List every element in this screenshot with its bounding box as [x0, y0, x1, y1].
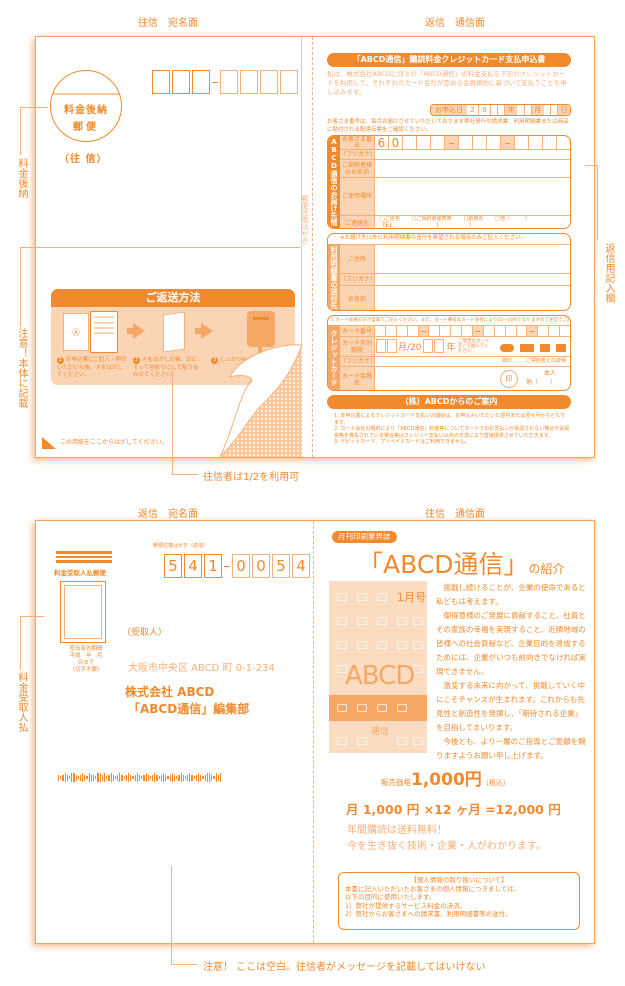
card-brand-icons[interactable] [500, 344, 566, 352]
delivery-info-box: ABCD通信のお届け先情報 お客さま番号 6 0 – – （フリガナ） ご契約者… [327, 135, 571, 229]
cover-title: ABCD [345, 661, 415, 691]
customer-barcode [58, 773, 222, 782]
application-date-field[interactable]: お申込日 2 0 年 月 日 [430, 104, 571, 116]
card-note: 1.カード会員の方が自筆でご記入ください。また、カード番号はカード会社により15… [331, 318, 569, 323]
card-holder-row[interactable]: カード会員名 印 本人 他（ ） [340, 367, 570, 390]
statement-note: ※お届け先以外に利用明細書の送付を希望される場合のみご記入ください。 [340, 235, 527, 241]
recipient-company: 株式会社 ABCD [125, 685, 215, 699]
callout-business-reply: 料金受取人払 [16, 672, 27, 732]
postcard-type-vertical: 郵便往復はがき [301, 195, 309, 244]
issue-label: 1月号 [397, 591, 426, 604]
magazine-tag: 月刊印刷業界誌 [332, 531, 397, 543]
folded-card-illustration [163, 311, 185, 353]
form-a-illustration: Ⓐ [63, 313, 89, 351]
statement-name-row[interactable]: お名前 [340, 286, 570, 310]
card-number-row[interactable]: カード番号 – – – [340, 324, 570, 338]
callout-reply-entry: 返信用記入欄 [603, 243, 614, 303]
callout-note-body: 注意！本体に記載 [16, 328, 27, 408]
card-expiry-row[interactable]: カード有効期限 月/20 年 ご使用のカードを○で囲んでください [340, 337, 570, 357]
statement-furigana-row[interactable]: （フリガナ） [340, 274, 570, 286]
tagline-1: 年間購読は送料無料！ [347, 825, 447, 836]
form-title: 「ABCD通信」購読料金クレジットカード支払申込書 [327, 53, 571, 67]
delivery-side-label: ABCD通信のお届け先情報 [328, 136, 340, 228]
zip-code-boxes[interactable] [152, 70, 298, 94]
contractor-name-row[interactable]: ご契約者様のお名前 [340, 160, 570, 178]
furigana-row[interactable]: （フリガナ） [340, 150, 570, 160]
top-left-heading: 往信 宛名面 [138, 18, 198, 29]
arrow-icon [201, 323, 213, 339]
usage-place-row[interactable]: ご使用場所 [340, 178, 570, 216]
step-3: 3しっかり貼り合わせて投函してください。 [211, 357, 250, 365]
bottom-postcard: 料金受取人払郵便 差出有効期間 平成 年 月 日まで （切手不要） 郵便往復はが… [35, 520, 595, 944]
recipient-address: 大阪市中央区 ABCD 町 0-1-234 [128, 663, 275, 674]
peel-here-marker-icon [42, 437, 56, 449]
permit-box [60, 581, 106, 643]
privacy-box: 【個人情報の取り扱いについて】 本書に記入いただいたお客さまの個人情報につきまし… [338, 872, 580, 930]
customer-number-note: お客さま番号は、毎月お届けさせていただいております弊社発行の請求書、利用明細書ま… [327, 119, 569, 133]
statement-destination-box: ※お届け先以外に利用明細書の送付を希望される場合のみご記入ください。 利用明細書… [327, 233, 571, 311]
guide-notes: 1. 本申込書によるクレジットカード支払いの開始は、お申込みいただいた翌月または… [334, 413, 570, 445]
postmark-lines [56, 551, 112, 563]
tagline-2: 今を生き抜く技術・企業・人がわかります。 [347, 841, 546, 852]
callout-postage-paid: 料金後納 [16, 158, 27, 198]
stamp-line1: 料金後納 [64, 104, 108, 116]
peel-note: この用紙をここからはがしてください。 [60, 439, 168, 446]
callout-half-usable: 往信者は1/2を利用可 [203, 472, 300, 483]
magazine-title: 「ABCD通信」の紹介 [358, 550, 565, 579]
stamp-caption: （往 信） [59, 154, 108, 165]
permit-text: 差出有効期間 平成 年 月 日まで （切手不要） [69, 646, 103, 673]
form-b-illustration [90, 311, 118, 353]
postcard-type-label: 郵便往復はがき（返信） [153, 543, 209, 549]
mailbox-icon [247, 311, 275, 347]
cover-subtitle: 通信 [371, 727, 390, 737]
bottom-right-heading: 往信 通信面 [425, 509, 485, 520]
intro-text: 挑戦し続けることが、企業の使命であると私どもは考えます。 御得意様のご発展に貢献… [436, 583, 586, 760]
top-right-heading: 返信 通信面 [425, 18, 485, 29]
credit-card-box: 1.カード会員の方が自筆でご記入ください。また、カード番号はカード会社により15… [327, 315, 571, 391]
return-method-title: ご返送方法 [51, 289, 295, 307]
seal-circle[interactable]: 印 [500, 370, 518, 388]
postage-paid-stamp: 料金後納 郵便 [50, 70, 122, 142]
annual-formula: 月 1,000 円 ×12 ヶ月 =12,000 円 [346, 802, 561, 817]
card-furigana-row[interactable]: （フリガナ） 捺印 ご契約者との続柄 [340, 357, 570, 367]
statement-side-label: 利用明細書の送付先 [328, 244, 340, 310]
statement-address-row[interactable]: ご住所 [340, 244, 570, 274]
postmark-label: 料金受取人払郵便 [54, 569, 106, 577]
magazine-cover: 1月号 ABCD 通信 [329, 581, 427, 753]
guide-banner: （株）ABCDからのご案内 [327, 395, 571, 409]
reply-zip-code: 5 4 1 0 0 5 4 [164, 554, 310, 578]
recipient-department: 「ABCD通信」編集部 [128, 702, 250, 716]
peel-corner-illustration [220, 344, 302, 457]
cover-band [329, 695, 427, 721]
price-line: 販売価格1,000円（税込） [381, 770, 510, 790]
recipient-label: （受取人） [122, 628, 168, 638]
bottom-left-heading: 返信 宛名面 [138, 509, 198, 520]
form-intro: 私は、株式会社ABCDに月々の「ABCD通信」の料金支払を下記のクレジットカード… [327, 70, 567, 96]
stamp-line2: 郵便 [73, 121, 99, 133]
arrow-icon [133, 323, 145, 339]
contact-row[interactable]: ご連絡先 □ご自宅 □ご契約者様携帯 □勤務先 □他（ ） TEL（ ） [340, 216, 570, 228]
callout-blank-notice: 注意！ ここは空白。往信者がメッセージを記載してはいけない [203, 962, 486, 973]
customer-number-row[interactable]: お客さま番号 6 0 – – [340, 136, 570, 150]
card-side-label: クレジットカード [328, 325, 340, 390]
